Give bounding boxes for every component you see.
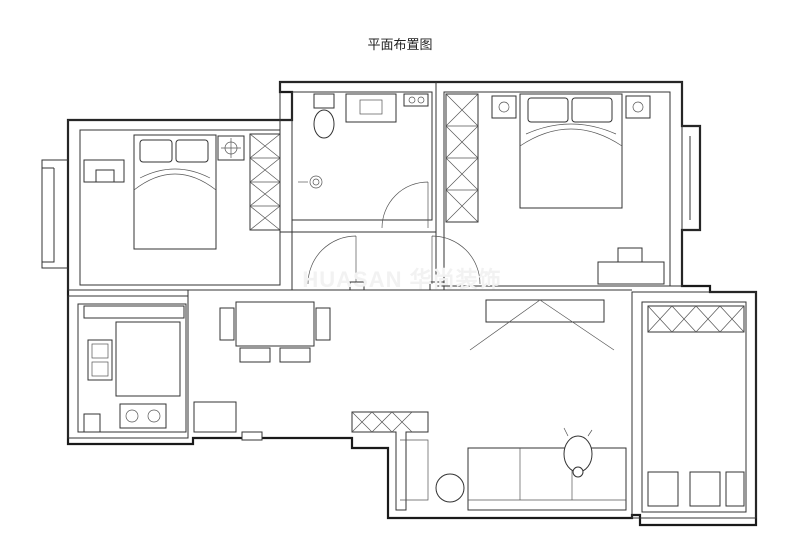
dining-table bbox=[235, 301, 315, 347]
bedroom-doors bbox=[307, 235, 481, 291]
right-bedroom bbox=[435, 81, 701, 287]
kitchen bbox=[67, 295, 189, 439]
sofa bbox=[467, 447, 627, 511]
living-room bbox=[351, 411, 627, 511]
dining bbox=[193, 299, 615, 433]
corridor bbox=[187, 289, 632, 441]
balcony bbox=[631, 291, 757, 519]
plan-title: 平面布置图 bbox=[367, 38, 433, 53]
bathroom bbox=[279, 81, 437, 233]
left-bedroom bbox=[41, 119, 293, 291]
